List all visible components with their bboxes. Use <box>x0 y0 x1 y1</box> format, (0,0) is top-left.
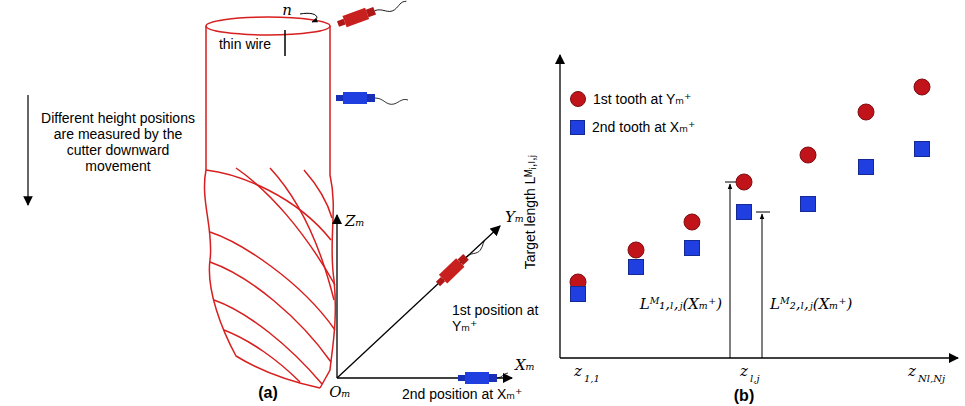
blue-sensor-top-part <box>367 94 375 102</box>
length-arrows <box>725 182 770 358</box>
length-arrows-part <box>725 182 737 183</box>
end-mill-cutter-part <box>206 170 331 240</box>
blue-sensor-top <box>336 92 408 104</box>
origin-label: Oₘ <box>329 384 351 401</box>
length-label: Lᴹ₁,ₗ,ⱼ(Xₘ⁺) <box>640 296 722 313</box>
tooth2-point <box>915 142 930 157</box>
blue-sensor-top-part <box>343 92 367 104</box>
rotation-symbol: n <box>282 2 292 19</box>
legend-text: 1st tooth at Yₘ⁺ <box>593 91 691 107</box>
tick-label: z <box>908 363 916 380</box>
end-mill-cutter-part <box>236 168 335 285</box>
panel-label: (a) <box>258 384 278 402</box>
length-arrows-part <box>730 184 731 358</box>
tick-label: z <box>740 363 748 380</box>
tick-subscript: l,j <box>750 373 759 385</box>
movement-note: Different height positions are measured … <box>38 110 198 174</box>
legend-item: 1st tooth at Yₘ⁺ <box>570 91 691 107</box>
tooth2-point <box>629 260 644 275</box>
thin-wire <box>284 30 286 56</box>
tooth1-point <box>800 147 816 163</box>
chart-axes-part <box>559 55 560 358</box>
tick-subscript: Nl,Nj <box>918 373 945 385</box>
length-arrows-part <box>756 212 770 213</box>
axis-label: Yₘ <box>505 209 524 226</box>
legend-item: 2nd tooth at Xₘ⁺ <box>570 119 695 135</box>
end-mill-cutter-part <box>304 170 332 218</box>
end-mill-cutter-part <box>300 13 317 22</box>
legend-circle <box>570 91 586 107</box>
tooth1-point <box>628 242 644 258</box>
red-sensor-y <box>434 234 490 288</box>
tooth1-point <box>684 214 700 230</box>
position-label: 2nd position at Xₘ⁺ <box>402 386 522 402</box>
end-mill-cutter-part <box>270 168 334 300</box>
blue-sensor-x <box>458 372 508 384</box>
blue-sensor-top-part <box>375 98 408 104</box>
tooth2-point <box>737 205 752 220</box>
tick-subscript: 1,1 <box>584 373 600 385</box>
tooth1-point <box>736 174 752 190</box>
blue-sensor-top-part <box>336 95 343 101</box>
machine-axes <box>337 215 512 378</box>
blue-sensor-x-part <box>497 373 508 378</box>
red-sensor-top-part <box>366 7 376 17</box>
tooth2-point <box>685 241 700 256</box>
position-label: 1st position at Yₘ⁺ <box>452 302 544 334</box>
tooth1-point <box>858 104 874 120</box>
movement-arrow <box>27 95 28 205</box>
wire-label: thin wire <box>219 36 271 52</box>
axis-title: Target length Lᴹᵢ,ₗ,ⱼ <box>522 155 538 270</box>
legend-text: 2nd tooth at Xₘ⁺ <box>592 119 695 135</box>
tooth1-point <box>914 79 930 95</box>
tooth2-point <box>571 287 586 302</box>
blue-sensor-x-part <box>465 372 489 384</box>
end-mill-cutter-part <box>210 232 335 330</box>
data-points <box>570 79 930 302</box>
tooth2-point <box>801 197 816 212</box>
tooth2-point <box>859 160 874 175</box>
red-sensor-y-part <box>466 238 489 260</box>
legend-square <box>570 120 585 135</box>
blue-sensor-x-part <box>489 374 497 382</box>
length-arrows-part <box>762 214 763 358</box>
end-mill-cutter-part <box>206 17 330 35</box>
tick-label: z <box>574 363 582 380</box>
axis-label: Xₘ <box>515 357 535 374</box>
end-mill-cutter-part <box>204 26 320 388</box>
machine-axes-part <box>336 215 337 378</box>
axis-label: Zₘ <box>345 213 365 230</box>
end-mill-cutter-part <box>210 262 331 362</box>
red-sensor-top-part <box>375 0 408 17</box>
end-mill-cutter <box>204 13 335 388</box>
chart-axes-part <box>560 357 958 358</box>
panel-label: (b) <box>734 387 754 405</box>
blue-sensor-x-part <box>458 375 465 381</box>
chart-axes <box>560 55 958 358</box>
end-mill-cutter-part <box>224 330 300 382</box>
red-sensor-top <box>336 0 408 30</box>
end-mill-cutter-part <box>214 300 322 384</box>
length-label: Lᴹ₂,ₗ,ⱼ(Xₘ⁺) <box>770 296 852 313</box>
red-sensor-top-part <box>343 8 370 27</box>
